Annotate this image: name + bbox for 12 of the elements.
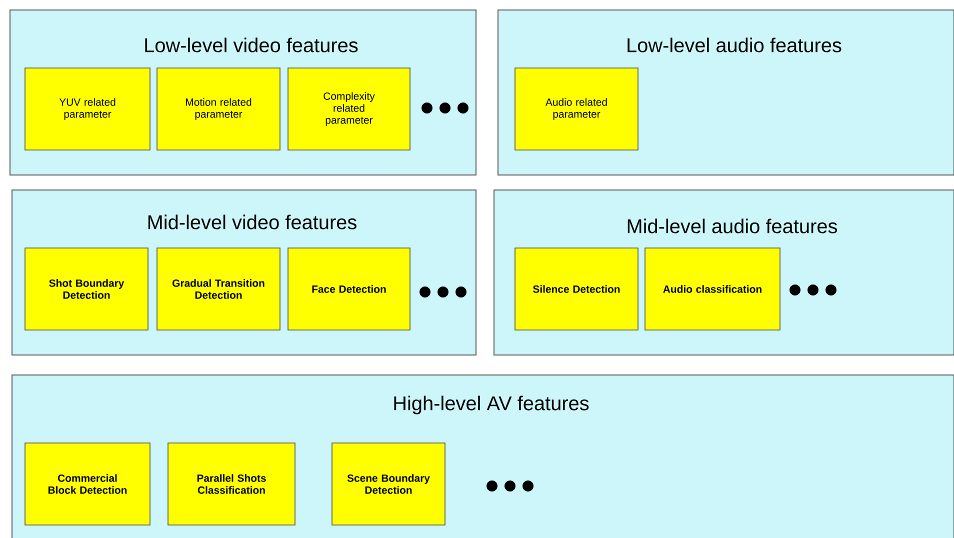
feature-box: Gradual Transition Detection <box>156 248 280 330</box>
feature-box: Motion related parameter <box>156 68 280 150</box>
feature-box: Audio classification <box>644 248 780 330</box>
feature-box: Parallel Shots Classification <box>168 442 296 526</box>
feature-box: Commercial Block Detection <box>24 442 150 526</box>
feature-box: YUV related parameter <box>24 68 150 150</box>
feature-box: Silence Detection <box>514 248 638 330</box>
feature-box: Face Detection <box>288 248 410 330</box>
feature-box: Shot Boundary Detection <box>24 248 148 330</box>
feature-box: Scene Boundary Detection <box>332 442 446 526</box>
feature-box: Audio related parameter <box>514 68 638 150</box>
feature-box: Complexity related parameter <box>288 68 410 150</box>
